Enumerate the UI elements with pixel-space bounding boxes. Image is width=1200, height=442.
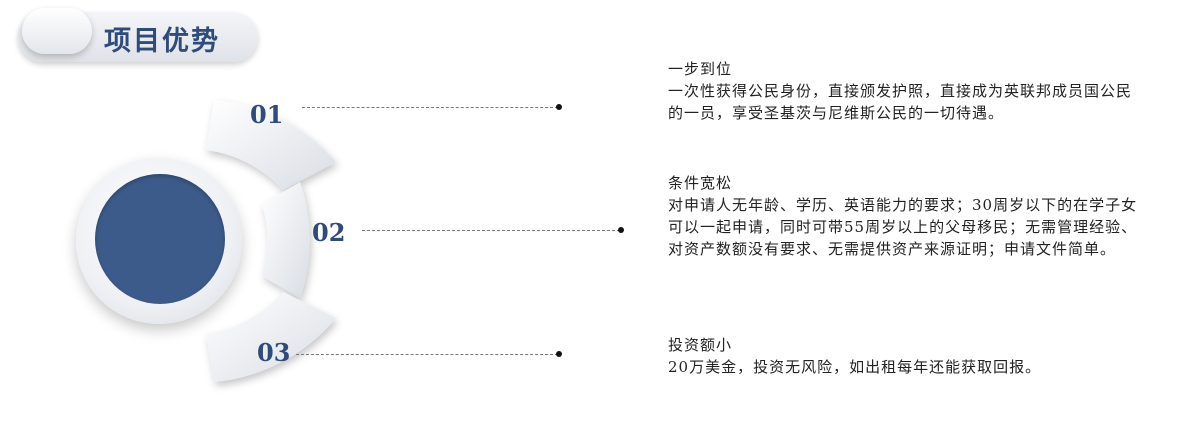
page-title: 项目优势 [104,26,220,57]
leader-dot-01 [556,104,562,110]
leader-dot-02 [618,227,624,233]
segment-03 [206,292,336,382]
arc-segments [206,100,336,382]
item-block-02: 条件宽松 对申请人无年龄、学历、英语能力的要求；30周岁以下的在学子女可以一起申… [668,172,1148,260]
item-body: 对申请人无年龄、学历、英语能力的要求；30周岁以下的在学子女可以一起申请，同时可… [668,196,1138,258]
item-body: 20万美金，投资无风险，如出租每年还能获取回报。 [668,358,1042,376]
item-title: 条件宽松 [668,174,733,192]
item-block-01: 一步到位 一次性获得公民身份，直接颁发护照，直接成为英联邦成员国公民的一员，享受… [668,58,1138,124]
leader-line-02 [362,230,620,231]
item-body: 一次性获得公民身份，直接颁发护照，直接成为英联邦成员国公民的一员，享受圣基茨与尼… [668,82,1133,122]
leader-line-03 [296,354,558,355]
segment-number-03: 03 [257,338,291,367]
title-knob-decoration [22,8,92,54]
main-circle-fill [95,174,225,304]
segment-02 [262,182,310,298]
segment-01 [206,100,336,190]
segment-number-02: 02 [312,218,346,247]
item-title: 投资额小 [668,336,733,354]
item-block-03: 投资额小 20万美金，投资无风险，如出租每年还能获取回报。 [668,334,1158,378]
item-title: 一步到位 [668,60,733,78]
leader-dot-03 [556,351,562,357]
advantage-diagram: 01 02 03 [76,100,624,382]
leader-line-01 [302,107,558,108]
segment-number-01: 01 [250,100,284,129]
